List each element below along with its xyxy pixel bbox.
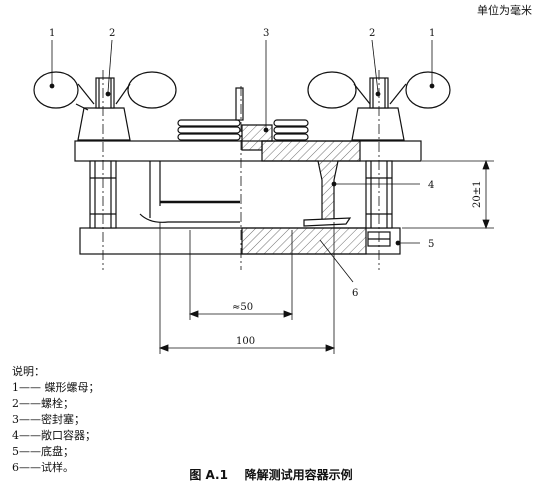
figure-caption: 图 A.1 降解测试用容器示例 bbox=[0, 466, 542, 483]
open-container-left bbox=[139, 161, 240, 223]
wing-nut-right bbox=[307, 71, 451, 141]
legend: 说明： 1—— 蝶形螺母； 2——螺栓； 3——密封塞； 4——敞口容器； 5—… bbox=[12, 364, 100, 476]
legend-item: 6——试样。 bbox=[12, 461, 74, 474]
container-section bbox=[261, 140, 361, 221]
legend-title: 说明： bbox=[12, 365, 45, 378]
figure-title: 降解测试用容器示例 bbox=[244, 468, 353, 482]
callout-2-right: 2 bbox=[369, 28, 375, 39]
unit-note: 单位为毫米 bbox=[477, 4, 532, 17]
callout-4: 4 bbox=[428, 180, 434, 191]
callout-2-left: 2 bbox=[109, 28, 115, 39]
dimension-outer-label: 100 bbox=[236, 336, 255, 347]
legend-item: 5——底盘； bbox=[12, 445, 74, 458]
callout-3: 3 bbox=[263, 28, 269, 39]
container-flange bbox=[303, 217, 352, 227]
sealing-plug bbox=[177, 87, 309, 141]
legend-item: 1—— 蝶形螺母； bbox=[12, 381, 100, 394]
callout-1-right: 1 bbox=[429, 28, 435, 39]
figure-number: 图 A.1 bbox=[189, 468, 228, 482]
legend-item: 4——敞口容器； bbox=[12, 429, 96, 442]
specimen-section bbox=[241, 227, 367, 255]
legend-item: 3——密封塞； bbox=[12, 413, 85, 426]
dimension-height-label: 20±1 bbox=[472, 181, 483, 208]
callout-1-left: 1 bbox=[49, 28, 55, 39]
wing-nut-left bbox=[33, 71, 177, 141]
dimension-outer bbox=[158, 222, 336, 354]
dimension-inner bbox=[188, 230, 294, 320]
dimension-height bbox=[402, 159, 494, 230]
callout-6: 6 bbox=[352, 288, 358, 299]
callout-5: 5 bbox=[428, 239, 434, 250]
dimension-inner-label: ≈50 bbox=[232, 302, 253, 313]
legend-item: 2——螺栓； bbox=[12, 397, 74, 410]
